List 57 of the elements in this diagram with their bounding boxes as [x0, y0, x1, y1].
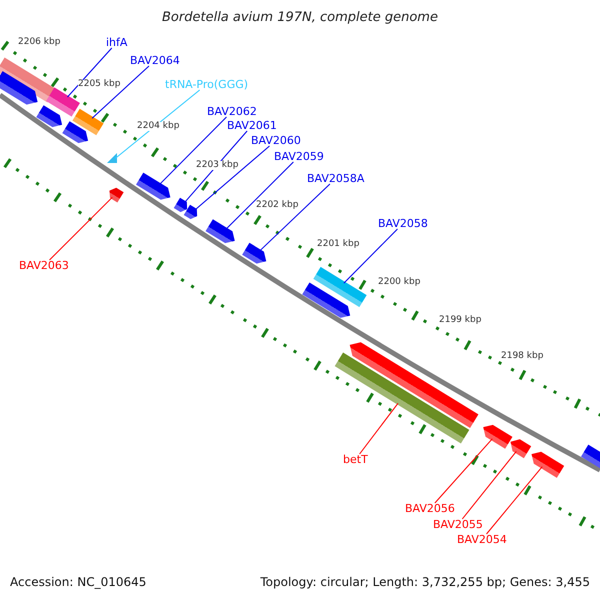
gene-feature: [350, 342, 478, 428]
gene-label: BAV2064: [130, 55, 180, 66]
gene-label: BAV2056: [405, 503, 455, 514]
gene-label: BAV2055: [433, 519, 483, 530]
gene-feature: [62, 121, 88, 144]
scale-label: 2204 kbp: [137, 122, 180, 131]
leader-line: [462, 450, 517, 520]
leader-line: [114, 90, 200, 159]
gene-label: BAV2054: [457, 534, 507, 545]
gene-label: BAV2062: [207, 106, 257, 117]
gene-label: BAV2060: [251, 135, 301, 146]
gene-bar: [313, 266, 367, 308]
gene-bar: [334, 352, 470, 444]
gene-feature: [184, 204, 198, 220]
scale-label: 2205 kbp: [78, 80, 120, 89]
leader-line: [486, 466, 543, 534]
leader-line: [184, 130, 248, 204]
gene-feature: [206, 219, 235, 244]
leader-line: [225, 162, 294, 230]
gene-label: ihfA: [106, 37, 128, 48]
gene-label: BAV2061: [227, 120, 277, 131]
gene-label: BAV2058: [378, 218, 428, 229]
gene-label: BAV2059: [274, 151, 324, 162]
trna-marker: [107, 153, 117, 163]
gene-label: betT: [343, 454, 368, 465]
gene-feature: [174, 198, 188, 212]
genome-summary: Topology: circular; Length: 3,732,255 bp; Genes: 3,455: [260, 576, 590, 588]
accession-note: Accession: NC_010645: [10, 576, 146, 588]
gene-feature: [242, 242, 266, 264]
gene-label: BAV2063: [19, 260, 69, 271]
diagram-title: Bordetella avium 197N, complete genome: [161, 11, 439, 24]
gene-label: tRNA-Pro(GGG): [165, 79, 248, 90]
leader-line: [343, 228, 398, 284]
scale-label: 2199 kbp: [439, 316, 482, 325]
scale-label: 2203 kbp: [196, 161, 238, 170]
gene-bar: [72, 108, 104, 136]
scale-label: 2202 kbp: [256, 201, 298, 210]
gene-feature: [36, 105, 62, 128]
gene-feature: [483, 424, 512, 449]
scale-label: 2206 kbp: [18, 38, 60, 47]
gene-label: BAV2058A: [307, 173, 364, 184]
leader-line: [67, 48, 112, 98]
gene-feature: [136, 172, 170, 200]
gene-bar: [46, 87, 80, 117]
gene-feature: [532, 452, 564, 478]
leader-line: [49, 196, 113, 260]
leader-line: [194, 146, 270, 210]
gene-feature: [510, 439, 532, 458]
scale-label: 2200 kbp: [378, 278, 420, 287]
leader-line: [434, 438, 493, 504]
gene-feature: [302, 282, 350, 318]
leader-line: [258, 184, 330, 252]
scale-label: 2201 kbp: [317, 240, 360, 249]
gene-feature: [0, 71, 38, 105]
scale-label: 2198 kbp: [501, 352, 544, 361]
gene-feature: [109, 188, 124, 202]
leader-line: [158, 116, 227, 186]
